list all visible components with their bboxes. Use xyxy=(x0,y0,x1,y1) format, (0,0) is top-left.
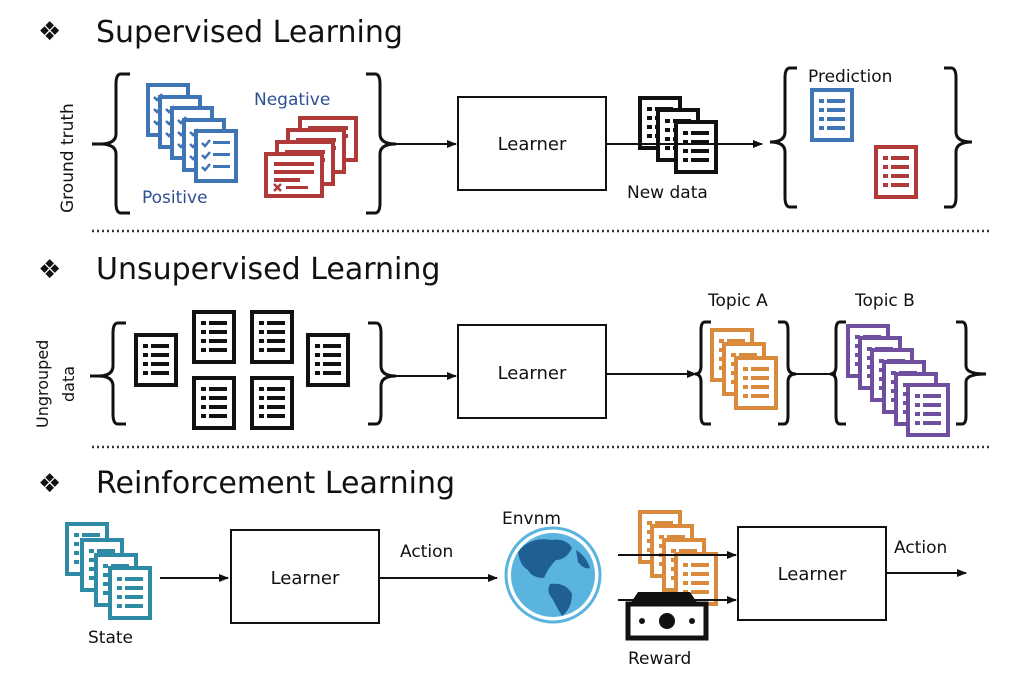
diamond-bullet-icon: ❖ xyxy=(38,17,61,47)
prediction-right-brace xyxy=(944,66,973,209)
prediction-label: Prediction xyxy=(808,67,892,87)
positive-documents-icon xyxy=(146,83,238,183)
diamond-bullet-icon: ❖ xyxy=(38,255,61,285)
reinforcement-section: ❖ Reinforcement Learning State Learner A… xyxy=(38,466,967,669)
ungrouped-documents-icon xyxy=(134,310,350,430)
diamond-bullet-icon: ❖ xyxy=(38,469,61,499)
supervised-section: ❖ Supervised Learning Ground truth Posit… xyxy=(38,15,973,215)
globe-icon xyxy=(504,526,602,624)
action2-label: Action xyxy=(894,538,947,558)
topic-b-label: Topic B xyxy=(854,291,915,311)
right-brace xyxy=(366,72,397,215)
learner-box xyxy=(230,529,380,624)
negative-label: Negative xyxy=(254,90,330,110)
ungrouped-data-label: data xyxy=(59,366,78,402)
topic-a-label: Topic A xyxy=(707,291,768,311)
new-data-label: New data xyxy=(627,183,708,203)
negative-documents-icon xyxy=(264,116,358,198)
prediction-left-brace xyxy=(769,66,797,209)
topic-b-documents-icon xyxy=(846,324,950,437)
action-label: Action xyxy=(400,542,453,562)
reward-state-documents-icon xyxy=(638,510,718,606)
topic-b-left-brace xyxy=(829,320,846,426)
right-brace xyxy=(368,321,397,426)
learner2-label: Learner xyxy=(778,564,847,585)
learner-label: Learner xyxy=(498,363,567,384)
ungrouped-label: Ungrouped xyxy=(33,340,52,428)
predicted-negative-icon xyxy=(874,145,918,199)
learner2-box xyxy=(737,526,887,621)
positive-label: Positive xyxy=(142,188,208,208)
topic-a-documents-icon xyxy=(710,328,778,410)
environment-label: Envnm xyxy=(502,509,561,529)
reinforcement-heading: Reinforcement Learning xyxy=(96,466,455,501)
learner-box xyxy=(457,96,607,191)
state-label: State xyxy=(88,628,133,648)
learner-label: Learner xyxy=(498,134,567,155)
reward-label: Reward xyxy=(628,649,691,669)
unsupervised-heading: Unsupervised Learning xyxy=(96,252,440,287)
left-brace xyxy=(99,72,130,215)
topic-a-left-brace xyxy=(694,320,711,426)
ground-truth-label: Ground truth xyxy=(58,103,78,213)
left-brace xyxy=(97,321,126,426)
unsupervised-section: ❖ Unsupervised Learning Ungrouped data L… xyxy=(33,252,987,437)
learner-box xyxy=(457,324,607,419)
topic-b-right-brace xyxy=(956,320,987,426)
supervised-heading: Supervised Learning xyxy=(96,15,403,50)
learner-label: Learner xyxy=(271,568,340,589)
predicted-positive-icon xyxy=(810,88,854,142)
banknote-icon xyxy=(625,592,709,641)
state-documents-icon xyxy=(65,522,152,620)
new-data-documents-icon xyxy=(638,96,718,174)
topic-a-right-brace xyxy=(778,320,797,426)
